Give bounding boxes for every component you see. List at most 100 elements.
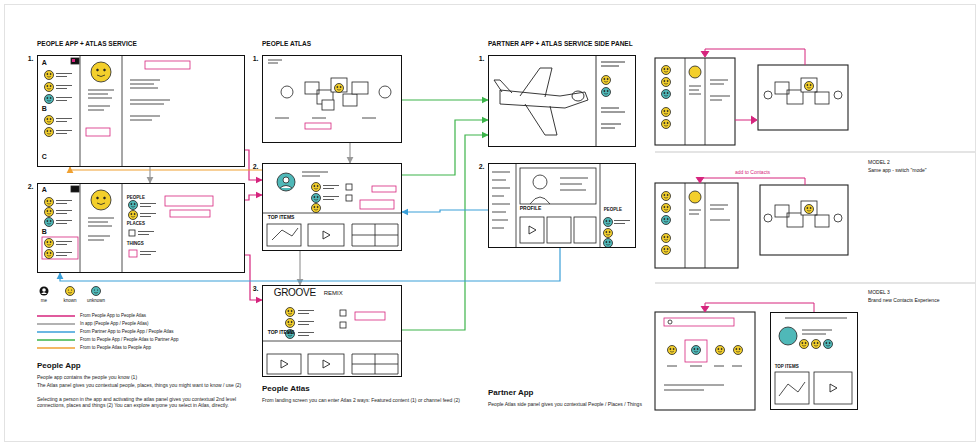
wireframe-shape — [92, 287, 101, 296]
wireframe-shape — [56, 253, 72, 256]
wireframe-shape — [56, 98, 72, 101]
flow-connector — [402, 99, 488, 100]
wireframe-shape — [277, 173, 295, 191]
wireframe-shape — [614, 221, 630, 224]
section-heading: People Atlas — [262, 384, 310, 394]
wireframe-shape — [97, 203, 105, 205]
wireframe-shape — [340, 310, 346, 316]
screen-text: A — [42, 186, 47, 194]
wireframe-shape — [262, 213, 402, 214]
wireframe-shape — [596, 55, 597, 147]
screen-frame: 3.GROOVEREMIXTOP ITEMS — [262, 285, 402, 377]
wireframe-shape — [286, 319, 295, 328]
wireframe-shape — [604, 218, 613, 227]
wireframe-shape — [170, 210, 210, 217]
wireframe-shape — [129, 250, 137, 257]
wireframe-shape — [262, 55, 402, 143]
wireframe-shape — [331, 78, 347, 92]
wireframe-shape — [664, 318, 734, 326]
wireframe-shape — [662, 66, 671, 75]
wireframe-shape — [668, 346, 677, 355]
wireframe-shape — [751, 116, 757, 124]
wireframe-shape — [323, 360, 330, 368]
wireframe-shape — [547, 217, 571, 243]
wireframe-shape — [40, 287, 49, 296]
wireframe-shape — [372, 186, 396, 192]
wireframe-shape — [662, 216, 671, 225]
wireframe-shape — [705, 49, 805, 65]
wireframe-shape — [710, 80, 730, 100]
screen-text: C — [42, 153, 47, 161]
wireframe-shape — [689, 66, 701, 78]
section-heading: PEOPLE APP + ATLAS SERVICE — [37, 40, 137, 48]
wireframe-shape — [346, 184, 352, 190]
wireframe-shape — [130, 80, 170, 120]
wireframe-shape — [352, 354, 398, 374]
wireframe-shape — [787, 90, 803, 104]
flow-connector — [149, 167, 150, 183]
atlas-screen-2 — [262, 172, 402, 246]
wireframe-shape — [779, 327, 797, 345]
wireframe-shape — [689, 210, 701, 214]
wireframe-shape — [262, 285, 402, 377]
wireframe-shape — [140, 204, 156, 207]
screen-number: 1. — [479, 55, 485, 63]
wireframe-shape — [814, 372, 852, 404]
screen-text: PEOPLE — [604, 207, 622, 212]
legend-text: From Partner App to People App / People … — [80, 329, 174, 335]
wireframe-shape — [298, 311, 314, 314]
wireframe-shape — [830, 384, 837, 392]
wireframe-shape — [815, 92, 829, 104]
screen-text: TOP ITEMS — [268, 215, 295, 221]
wireframe-shape — [80, 183, 122, 273]
wireframe-shape — [305, 123, 331, 129]
wireframe-shape — [520, 217, 544, 243]
wireframe-shape — [165, 196, 213, 206]
wireframe-shape — [701, 306, 709, 312]
wireframe-shape — [129, 230, 135, 236]
legend-text: From to People App / People Atlas to Par… — [80, 337, 179, 343]
wireframe-shape — [664, 366, 742, 390]
wireframe-shape — [655, 183, 738, 268]
wireframe-shape — [45, 116, 54, 125]
wireframe-shape — [91, 62, 111, 82]
wireframe-shape — [56, 211, 72, 214]
wireframe-shape — [533, 175, 547, 189]
wireframe-shape — [689, 191, 701, 203]
wireframe-shape — [662, 90, 671, 99]
legend-text: From to People Atlas to People App — [80, 345, 151, 351]
wireframe-shape — [323, 186, 339, 189]
screen-text: TOP ITEMS — [775, 364, 799, 369]
wireframe-shape — [604, 239, 613, 248]
wireframe-shape — [283, 177, 289, 183]
legend-text: me — [36, 298, 52, 304]
flow-connector — [349, 143, 350, 163]
wireframe-shape — [45, 250, 54, 259]
wireframe-shape — [262, 341, 402, 342]
wireframe-shape — [520, 68, 557, 135]
wireframe-shape — [529, 226, 536, 234]
wireframe-shape — [734, 346, 743, 355]
wireframe-shape — [801, 78, 817, 92]
wireframe-shape — [716, 346, 725, 355]
note-text: Brand new Contacts Experience — [868, 297, 968, 303]
wireframe-shape — [655, 58, 735, 145]
wireframe-shape — [655, 152, 975, 283]
flow-connector — [402, 210, 488, 212]
wireframe-shape — [56, 242, 72, 245]
wireframe-shape — [97, 69, 99, 71]
wireframe-shape — [37, 55, 245, 167]
people-app-screen-1 — [45, 55, 191, 167]
section-heading: People App — [37, 361, 81, 371]
wireframe-shape — [662, 192, 671, 201]
wireframe-shape — [104, 197, 106, 199]
screen-frame: 2.ABPEOPLEPLACESTHINGS — [37, 183, 245, 273]
wireframe-shape — [530, 197, 550, 204]
wireframe-shape — [45, 71, 54, 80]
wireframe-shape — [834, 214, 842, 222]
wireframe-shape — [45, 218, 54, 227]
partner-screen-2 — [492, 163, 630, 248]
screen-text: THINGS — [127, 241, 144, 246]
wireframe-shape — [281, 360, 288, 368]
wireframe-shape — [560, 178, 588, 190]
